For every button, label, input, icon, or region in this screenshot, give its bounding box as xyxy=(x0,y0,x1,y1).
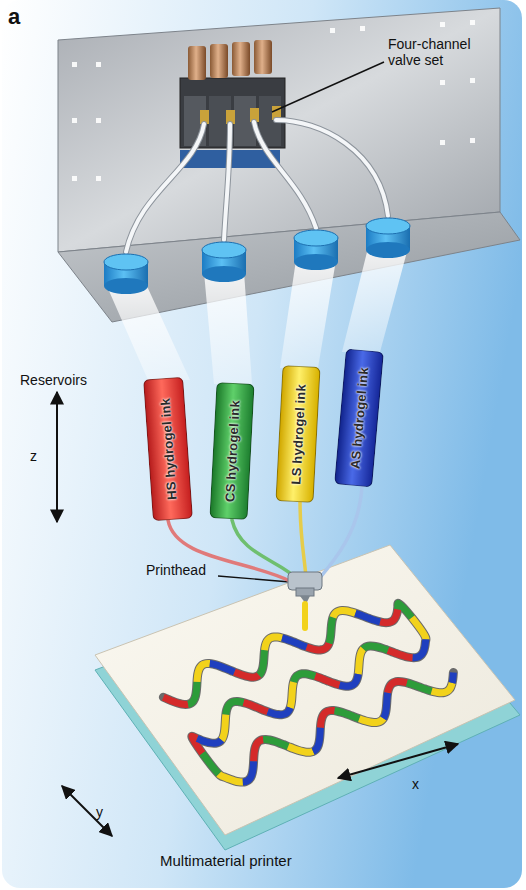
air-tube xyxy=(224,124,230,240)
reservoir-label: CS hydrogel ink xyxy=(222,400,242,503)
mounting-plate xyxy=(58,8,520,322)
air-tube xyxy=(254,122,316,228)
mounting-plate xyxy=(440,140,445,145)
reservoir-cap xyxy=(366,218,410,234)
ink-reservoir: HS hydrogel ink xyxy=(143,377,193,521)
reservoir-cap xyxy=(104,218,410,294)
axis-arrow xyxy=(338,744,458,778)
mounting-plate xyxy=(470,20,475,25)
mounting-plate xyxy=(470,78,475,83)
light-beam xyxy=(106,284,190,380)
mounting-plate xyxy=(470,138,475,143)
mounting-plate xyxy=(96,62,101,67)
air-tube xyxy=(126,124,204,252)
printhead xyxy=(288,572,322,628)
reservoir-label: HS hydrogel ink xyxy=(157,398,179,501)
mounting-plate xyxy=(330,28,335,33)
light-beam xyxy=(342,248,408,352)
valve-set xyxy=(254,40,272,74)
ink-reservoir: AS hydrogel ink xyxy=(334,349,384,488)
axis-label: x xyxy=(412,776,419,792)
leader-line xyxy=(272,62,384,112)
valve-set xyxy=(188,46,206,80)
mounting-plate xyxy=(72,176,77,181)
figure-caption: Multimaterial printer xyxy=(160,852,292,869)
reservoir-cap xyxy=(104,254,148,270)
mounting-plate xyxy=(58,8,500,252)
mounting-plate xyxy=(72,62,77,67)
reservoir-cap xyxy=(294,254,338,270)
feed-tube xyxy=(232,520,298,580)
light-beam xyxy=(280,260,336,368)
filament-segment xyxy=(163,603,453,782)
part-label: Four-channel valve set xyxy=(388,36,492,68)
axis-arrow xyxy=(62,744,458,836)
ink-reservoir: CS hydrogel ink xyxy=(209,382,254,520)
print-bed xyxy=(95,545,520,850)
print-bed xyxy=(95,545,515,835)
filament-segment xyxy=(163,603,453,782)
reservoir-cap xyxy=(202,242,246,258)
printhead xyxy=(296,588,314,596)
axis-label: y xyxy=(96,804,103,820)
printed-filament xyxy=(163,603,453,782)
valve-set xyxy=(210,44,228,78)
printhead xyxy=(288,572,322,590)
reservoir-cap xyxy=(366,242,410,258)
axis-arrow xyxy=(62,786,112,836)
reservoir-cap xyxy=(202,266,246,282)
printed-filament xyxy=(163,603,453,782)
light-beam xyxy=(204,272,252,384)
valve-set xyxy=(232,42,250,76)
mounting-plate xyxy=(440,80,445,85)
feed-tube xyxy=(300,500,306,578)
reservoir-cap xyxy=(104,278,148,294)
mounting-plate xyxy=(72,118,77,123)
printhead xyxy=(302,604,308,628)
axis-arrow xyxy=(56,392,58,522)
axis-arrow xyxy=(56,392,58,522)
air-tube xyxy=(224,124,230,240)
air-tube xyxy=(126,120,388,252)
reservoir-label: LS hydrogel ink xyxy=(288,383,308,484)
feed-tube xyxy=(318,486,362,580)
part-label: Reservoirs xyxy=(20,372,87,388)
mounting-plate xyxy=(360,26,365,31)
filament-segment xyxy=(163,603,453,782)
panel-letter: a xyxy=(8,4,20,29)
filament-segment xyxy=(163,603,453,782)
air-tube xyxy=(126,124,204,252)
air-tube xyxy=(254,122,316,228)
mounting-plate xyxy=(96,176,101,181)
reservoir-cap xyxy=(294,230,338,246)
mounting-plate xyxy=(96,118,101,123)
part-label: Printhead xyxy=(146,562,206,578)
mounting-plate xyxy=(440,22,445,27)
reservoir-label: AS hydrogel ink xyxy=(347,367,371,470)
axis-label: z xyxy=(30,448,37,464)
ink-reservoir: LS hydrogel ink xyxy=(275,365,320,503)
air-tube xyxy=(276,120,388,216)
air-tube xyxy=(276,120,388,216)
